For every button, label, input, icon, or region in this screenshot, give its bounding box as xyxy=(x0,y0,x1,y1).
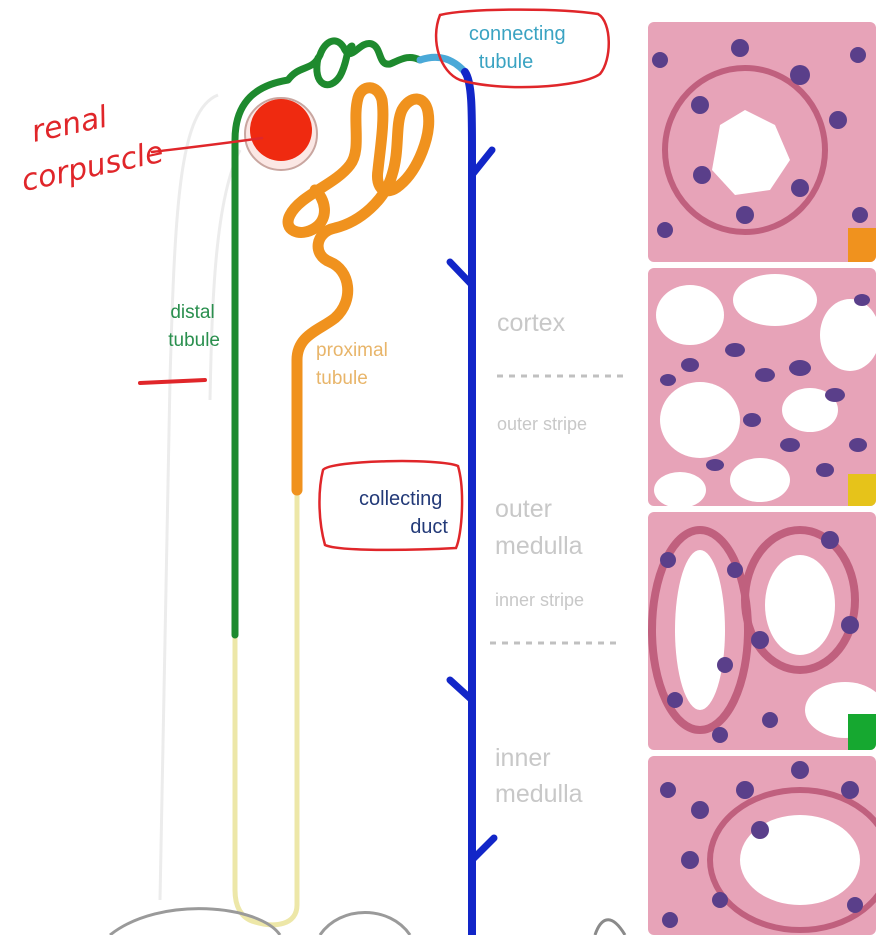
distal-tubule-underline xyxy=(140,380,205,383)
proximal-tubule-label: proximal tubule xyxy=(316,340,393,389)
inner-medulla-label: inner medulla xyxy=(495,744,583,808)
collecting-duct-label: collecting duct xyxy=(359,488,448,538)
renal-corpuscle-pointer xyxy=(152,138,262,152)
thin-limb-descending xyxy=(235,490,297,925)
histology-panel-outer-stripe xyxy=(648,268,876,508)
bottom-outline-arc-3 xyxy=(595,920,625,935)
histology-panel-outer-medulla xyxy=(648,512,876,750)
collecting-duct-path xyxy=(465,72,472,935)
outer-medulla-label: outer medulla xyxy=(495,495,583,560)
renal-corpuscle-annotation: renal corpuscle xyxy=(9,90,167,199)
inner-stripe-label: inner stripe xyxy=(495,590,584,610)
ghost-nephron-outline xyxy=(160,95,240,900)
histology-panel-inner-medulla xyxy=(648,756,876,935)
outer-stripe-label: outer stripe xyxy=(497,414,587,434)
cortex-label: cortex xyxy=(497,309,566,337)
bottom-outline-arc-2 xyxy=(320,913,410,935)
connecting-tubule-circle xyxy=(436,10,609,87)
connecting-tubule-label: connecting tubule xyxy=(469,23,571,73)
histology-panel-cortex xyxy=(648,22,876,262)
renal-corpuscle xyxy=(250,99,312,161)
